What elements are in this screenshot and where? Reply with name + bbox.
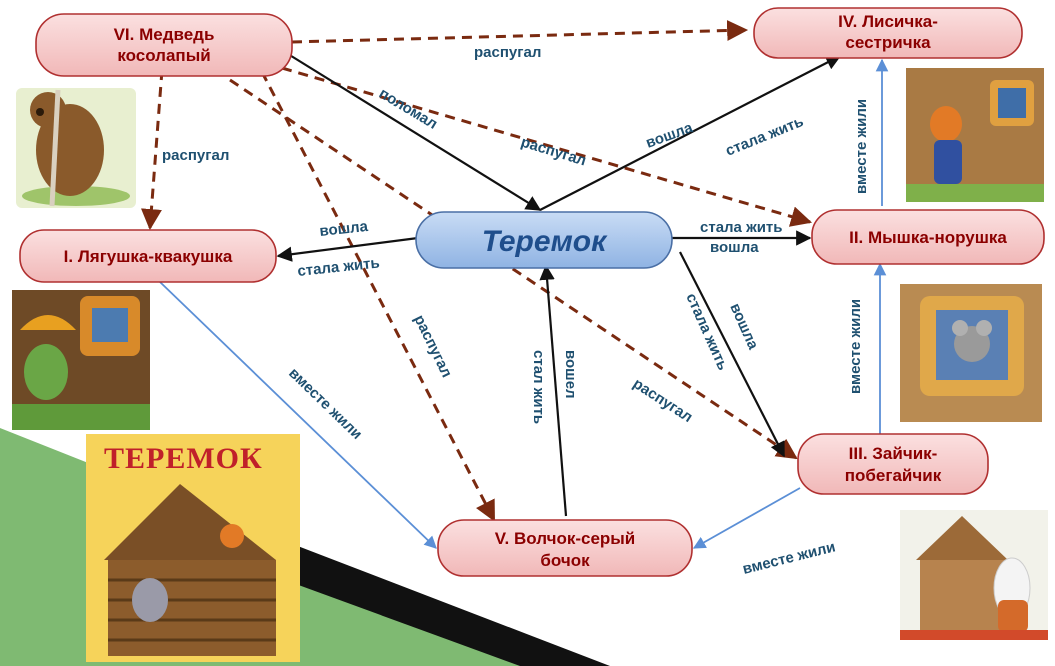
label-bear-mouse: распугал [519,134,588,170]
node-wolf-line-1: V. Волчок-серый [495,529,636,548]
edge-wolf-center [539,264,568,517]
node-frog-line-1: I. Лягушка-квакушка [64,247,233,266]
edge-bear-hare [229,78,798,460]
label-bear-wolf: распугал [410,312,455,380]
node-bear-line-1: VI. Медведь [114,25,215,44]
blue-edges [159,58,889,549]
node-fox-line-2: сестричка [845,33,931,52]
label-frog-wolf: вместе жили [285,365,365,443]
teremok-book-cover: ТЕРЕМОК [86,434,300,662]
fox-illustration [906,68,1044,202]
label-center-fox-lived: стала жить [723,113,806,160]
node-frog: I. Лягушка-квакушка [19,229,277,283]
node-hare: III. Зайчик- побегайчик [797,433,989,495]
bear-illustration [16,88,136,208]
edge-center-hare [679,251,785,458]
dashed-edges [140,20,813,522]
center-title: Теремок [482,225,608,258]
edge-center-frog [276,236,419,262]
background-black-wedge [230,520,610,666]
edge-bear-fox [291,20,749,44]
label-frog-center-went: вошла [319,218,370,240]
label-hare-wolf: вместе жили [741,538,837,577]
frog-illustration [12,290,150,430]
edge-bear-frog [140,69,164,231]
edge-bear-mouse [281,66,813,227]
label-center-mouse-went: вошла [710,239,759,256]
node-center: Теремок [415,211,673,269]
node-wolf-line-2: бочок [540,551,590,570]
node-hare-line-2: побегайчик [845,466,942,485]
solid-edges [276,53,842,517]
node-fox: IV. Лисичка- сестричка [753,7,1023,59]
edge-center-fox [539,55,842,211]
label-hare-mouse: вместе жили [847,299,864,394]
node-hare-line-1: III. Зайчик- [849,444,938,463]
edge-frog-wolf [159,281,437,549]
mouse-illustration [900,284,1042,422]
edge-bear-center [287,53,542,211]
node-bear: VI. Медведь косолапый [35,13,293,77]
label-center-hare-went: вошла [726,301,762,353]
label-center-mouse-lived: стала жить [700,219,783,236]
label-bear-fox: распугал [474,44,541,61]
label-wolf-center-lived: стал жить [530,350,547,424]
hare-illustration [900,510,1048,640]
node-bear-line-2: косолапый [117,46,210,65]
node-fox-line-1: IV. Лисичка- [838,12,938,31]
label-mouse-fox: вместе жили [853,99,870,194]
node-mouse-line-1: II. Мышка-норушка [849,228,1007,247]
label-bear-center: поломал [376,85,440,133]
label-center-fox-went: вошла [644,119,696,152]
label-wolf-center-went: вошел [562,350,579,399]
edge-hare-wolf [692,487,801,549]
label-bear-frog: распугал [162,147,229,164]
node-wolf: V. Волчок-серый бочок [437,519,693,577]
node-mouse: II. Мышка-норушка [811,209,1045,265]
book-title: ТЕРЕМОК [104,442,263,475]
